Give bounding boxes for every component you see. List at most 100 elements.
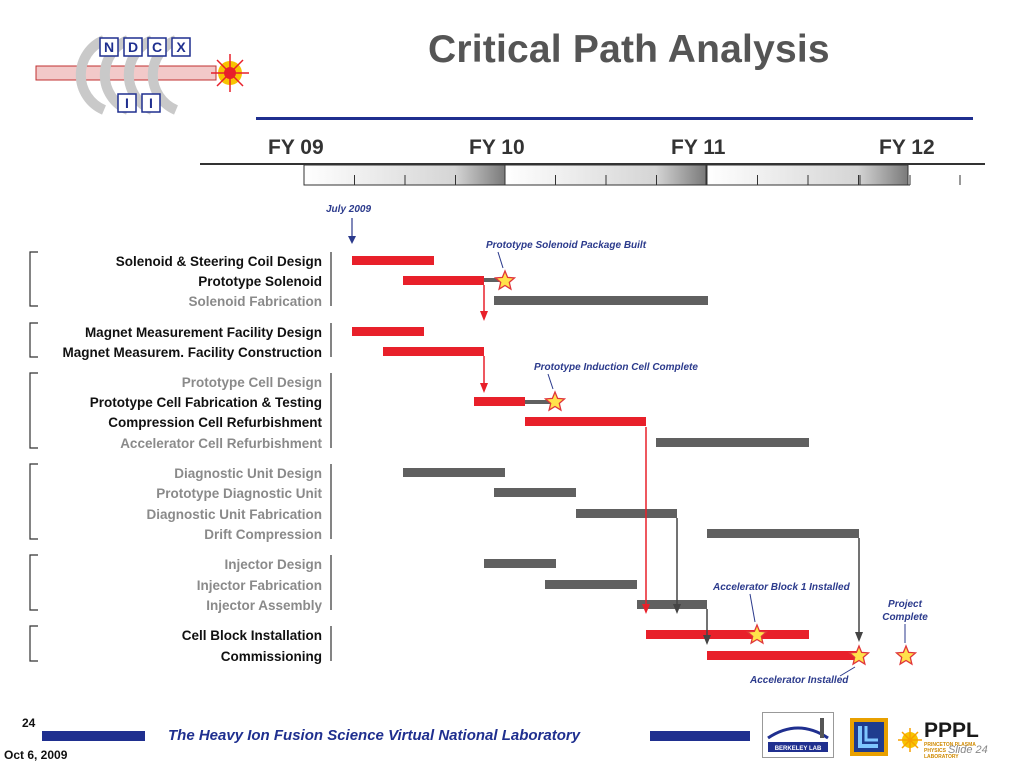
- task-label: Solenoid Fabrication: [188, 294, 322, 309]
- dependency-arrow-icon: [673, 604, 681, 614]
- task-bar: [494, 488, 576, 497]
- group-bracket: [29, 625, 38, 662]
- critical-arrow-icon: [480, 383, 488, 393]
- task-label: Injector Design: [224, 557, 322, 572]
- task-bars: [352, 256, 859, 660]
- fiscal-year-timeline: FY 09 FY 10 FY 11 FY 12 July 2009: [200, 136, 985, 244]
- logo-letter-box: [123, 37, 143, 57]
- task-label: Drift Compression: [204, 527, 322, 542]
- milestone-label: Prototype Induction Cell Complete: [534, 362, 698, 373]
- logo-letter: D: [128, 39, 138, 55]
- task-bar: [576, 509, 677, 518]
- milestone-connector: [525, 400, 553, 404]
- task-bar: [484, 559, 556, 568]
- milestone-leader: [839, 666, 856, 677]
- footer-bar: [650, 731, 750, 741]
- task-label: Magnet Measurem. Facility Construction: [62, 345, 322, 360]
- milestone-star-icon: [493, 269, 517, 291]
- milestone-label: Accelerator Installed: [749, 675, 849, 686]
- logo-letter: N: [104, 39, 114, 55]
- logo-letter: I: [125, 95, 129, 111]
- milestone-label: Accelerator Block 1 Installed: [712, 582, 851, 593]
- gantt-chart: FY 09 FY 10 FY 11 FY 12 July 2009 Solenoid &…: [29, 136, 985, 686]
- fiscal-year-label: FY 10: [469, 136, 525, 159]
- milestone-leader: [749, 593, 756, 623]
- dependency-arrow-icon: [703, 635, 711, 645]
- pppl-logo-text: PPPL: [924, 719, 979, 742]
- task-bar: [637, 600, 707, 609]
- task-label: Diagnostic Unit Fabrication: [146, 507, 322, 522]
- task-label: Solenoid & Steering Coil Design: [116, 254, 322, 269]
- pppl-logo-subtext: PRINCETON PLASMA PHYSICS LABORATORY: [924, 742, 976, 760]
- critical-task-bar: [707, 651, 859, 660]
- group-bracket: [29, 251, 38, 307]
- group-bracket: [29, 554, 38, 611]
- slide-page-number: 24: [22, 716, 36, 730]
- task-label: Prototype Cell Design: [182, 375, 322, 390]
- logo-letter-box: [147, 37, 167, 57]
- task-label: Compression Cell Refurbishment: [108, 415, 322, 430]
- milestone-star-icon: [847, 644, 871, 666]
- milestones: Prototype Solenoid Package BuiltPrototyp…: [486, 240, 928, 686]
- task-label: Injector Fabrication: [197, 578, 322, 593]
- task-label: Diagnostic Unit Design: [174, 466, 322, 481]
- logo-letter: I: [149, 95, 153, 111]
- task-bar: [545, 580, 637, 589]
- critical-task-bar: [403, 276, 484, 285]
- milestone-label: Prototype Solenoid Package Built: [486, 240, 647, 251]
- logo-beam-burst-icon: [211, 54, 249, 92]
- llnl-logo: [850, 718, 888, 756]
- group-bracket: [29, 463, 38, 540]
- fiscal-year-label: FY 09: [268, 136, 324, 159]
- footer-lab-name: The Heavy Ion Fusion Science Virtual Nat…: [168, 727, 581, 744]
- critical-task-bar: [474, 397, 525, 406]
- start-marker-label: July 2009: [326, 204, 371, 215]
- task-labels: Solenoid & Steering Coil DesignPrototype…: [62, 254, 322, 664]
- group-bracket: [29, 372, 38, 449]
- logo-letter: C: [152, 39, 162, 55]
- task-bar: [656, 438, 809, 447]
- logo-letter-box: [99, 37, 119, 57]
- logo-letter-box: [141, 93, 161, 113]
- fiscal-year-label: FY 11: [671, 136, 726, 159]
- milestone-star-icon: [894, 644, 918, 666]
- critical-task-bar: [525, 417, 646, 426]
- logo-letter: X: [176, 39, 186, 55]
- task-label: Magnet Measurement Facility Design: [85, 325, 322, 340]
- group-brackets: [29, 251, 332, 662]
- critical-task-bar: [383, 347, 484, 356]
- title-underline: [256, 117, 973, 120]
- group-bracket: [29, 322, 38, 358]
- task-label: Accelerator Cell Refurbishment: [120, 436, 322, 451]
- critical-task-bar: [352, 256, 434, 265]
- critical-task-bar: [352, 327, 424, 336]
- milestone-leader: [497, 251, 504, 269]
- dependency-arrows: [480, 285, 863, 645]
- task-label: Prototype Cell Fabrication & Testing: [90, 395, 322, 410]
- page-title: Critical Path Analysis: [428, 28, 830, 71]
- berkeley-logo-text: BERKELEY LAB: [775, 746, 822, 752]
- footer-bar: [42, 731, 145, 741]
- task-label: Prototype Diagnostic Unit: [156, 486, 322, 501]
- milestone-star-icon: [745, 623, 769, 645]
- logo-letter-box: [117, 93, 137, 113]
- task-label: Injector Assembly: [206, 598, 322, 613]
- fiscal-year-label: FY 12: [879, 136, 935, 159]
- task-bar: [494, 296, 708, 305]
- task-bar: [403, 468, 505, 477]
- task-label: Commissioning: [221, 649, 322, 664]
- start-marker-arrow-icon: [348, 236, 356, 244]
- berkeley-lab-logo: BERKELEY LAB: [762, 712, 834, 758]
- milestone-star-icon: [543, 390, 567, 412]
- pppl-logo: [898, 728, 922, 752]
- critical-task-bar: [646, 630, 809, 639]
- task-bar: [707, 529, 859, 538]
- logo-letter-box: [171, 37, 191, 57]
- slide-number-label: Slide 24: [948, 744, 988, 756]
- task-label: Prototype Solenoid: [198, 274, 322, 289]
- footer-date: Oct 6, 2009: [4, 748, 68, 762]
- milestone-leader: [547, 373, 554, 390]
